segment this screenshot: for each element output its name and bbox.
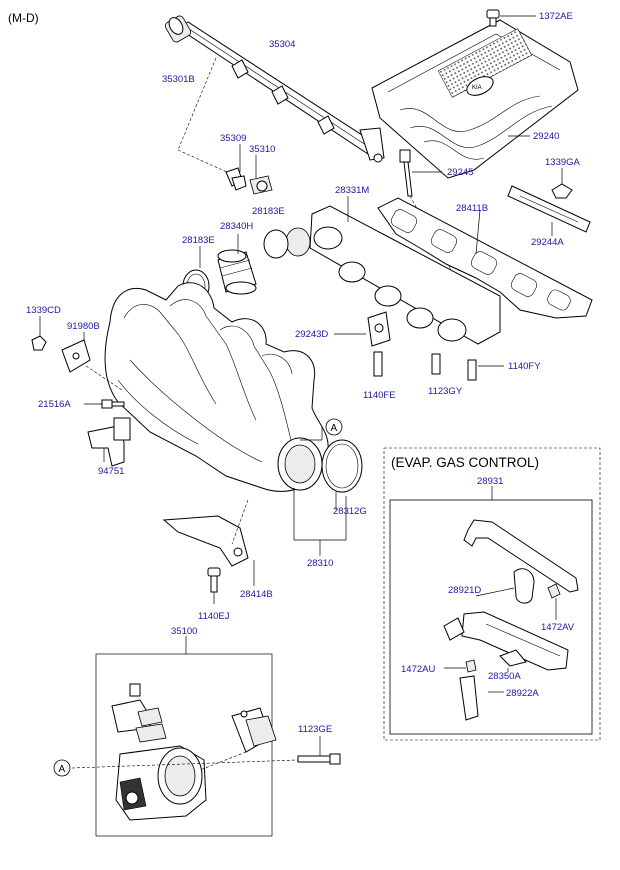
- pn-1140fy: 1140FY: [508, 361, 541, 372]
- leader: [231, 499, 249, 545]
- pn-29243d: 29243D: [295, 329, 328, 340]
- evap-title: (EVAP. GAS CONTROL): [391, 455, 539, 470]
- gasket-28411b-drawing: [377, 197, 593, 319]
- throttle-body-35100-drawing: [111, 683, 277, 821]
- pn-91980b: 91980B: [67, 321, 100, 332]
- sensor-29245-drawing: [399, 149, 413, 197]
- pn-1140fe: 1140FE: [363, 390, 396, 401]
- pn-35100: 35100: [171, 626, 197, 637]
- pn-28183e: 28183E: [182, 235, 215, 246]
- pn-28331m: 28331M: [335, 185, 369, 196]
- leader: [85, 365, 123, 391]
- pn-28411b: 28411B: [456, 203, 488, 214]
- pn-28340h: 28340H: [220, 221, 253, 232]
- pn-28921d: 28921D: [448, 585, 481, 596]
- pn-21516a: 21516A: [38, 399, 71, 410]
- leader: [199, 751, 247, 771]
- callout-a-circle-top: [325, 418, 343, 436]
- pn-35309: 35309: [220, 133, 246, 144]
- bolt-1123ge-drawing: [297, 753, 341, 765]
- evap-outer-box: [383, 447, 601, 741]
- pn-28922a: 28922A: [506, 688, 539, 699]
- pn-1123ge: 1123GE: [298, 724, 332, 735]
- callout-a-label-top: A: [331, 423, 338, 434]
- sleeve-28340h-drawing: [217, 229, 289, 295]
- pn-28310: 28310: [307, 558, 333, 569]
- pn-1372ae: 1372AE: [539, 11, 573, 22]
- pn-1339cd: 1339CD: [26, 305, 61, 316]
- part-number-labels: 1372AE 35304 35301B 29240 35309 35310 13…: [26, 11, 581, 735]
- leader: [177, 57, 217, 151]
- pn-35301b: 35301B: [162, 74, 195, 85]
- bracket-29243d-drawing: [367, 311, 477, 381]
- pn-94751: 94751: [98, 466, 124, 477]
- pn-28312g: 28312G: [333, 506, 367, 517]
- pn-1339ga: 1339GA: [545, 157, 581, 168]
- pn-1123gy: 1123GY: [428, 386, 463, 397]
- pn-28350a: 28350A: [488, 671, 521, 682]
- bracket-94751-drawing: [87, 399, 131, 467]
- bracket-29244a-drawing: [507, 183, 591, 233]
- callout-a-label-bottom: A: [59, 764, 66, 775]
- bolt-1372ae-drawing: [486, 9, 500, 27]
- variant-label: (M-D): [8, 11, 39, 25]
- pn-1472av: 1472AV: [541, 622, 575, 633]
- bracket-28414b-drawing: [162, 515, 249, 593]
- leader: [71, 759, 299, 769]
- throttle-body-box: [95, 653, 273, 837]
- pn-35304: 35304: [269, 39, 295, 50]
- callout-a-circle-bottom: [53, 759, 71, 777]
- evap-inner-box: [389, 499, 593, 735]
- injector-clip-drawing: [225, 167, 273, 195]
- runner-flange-28331m-drawing: [285, 205, 501, 345]
- evap-hose-drawing: [443, 519, 579, 721]
- pn-28414b: 28414B: [240, 589, 273, 600]
- intake-manifold-drawing: [104, 282, 329, 492]
- fuel-rail-drawing: [164, 15, 385, 163]
- engine-cover-drawing: KIA: [371, 19, 579, 179]
- pn-28931: 28931: [477, 476, 503, 487]
- pn-29245: 29245: [447, 167, 473, 178]
- gasket-28312g-drawing: [321, 439, 363, 493]
- bracket-91980b-drawing: [31, 335, 91, 373]
- pn-35310: 35310: [249, 144, 275, 155]
- pn-29244a: 29244A: [531, 237, 564, 248]
- pn-29240: 29240: [533, 131, 559, 142]
- pn-1140ej: 1140EJ: [198, 611, 230, 622]
- pn-1472au: 1472AU: [401, 664, 435, 675]
- pn-28183e-top: 28183E: [252, 206, 285, 217]
- svg-text:KIA: KIA: [472, 85, 482, 91]
